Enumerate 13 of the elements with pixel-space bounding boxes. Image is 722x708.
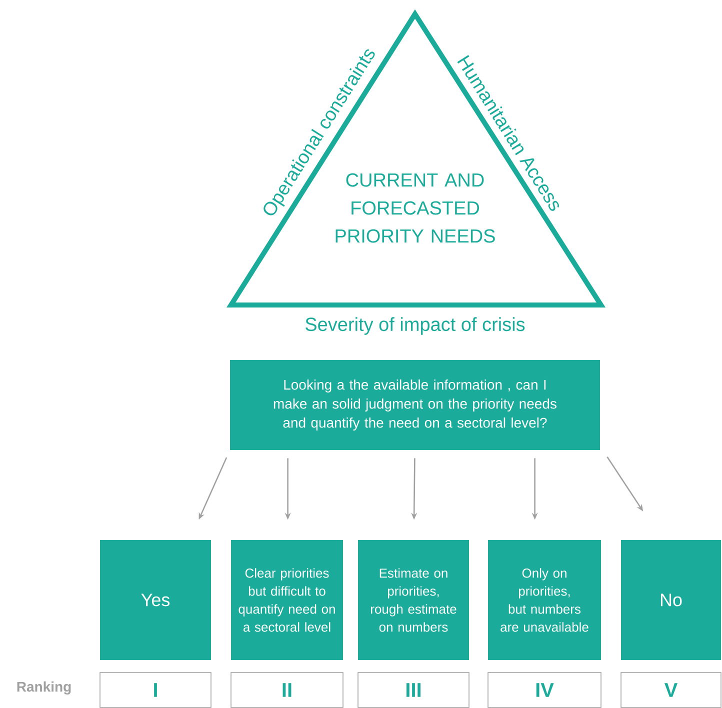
row-label: Ranking (17, 681, 71, 695)
answer-box: Clear priorities but difficult to quantify need on a sectoral level (231, 540, 343, 660)
side-label: Severity of impact of crisis (306, 317, 525, 335)
question-box: Looking a the available information , can I make an solid judgment on the priority needs and quantify the need on a sectoral level? (230, 360, 600, 450)
answer-box: Only on priorities, but numbers are unavailable (488, 540, 601, 660)
ranking-box: II (230, 672, 344, 708)
ranking-box: IV (488, 672, 602, 708)
ranking-box: V (620, 672, 722, 708)
ranking-box: III (358, 672, 470, 708)
ranking-box: I (100, 672, 212, 708)
answer-box: Estimate on priorities, rough estimate on numbers (358, 540, 469, 660)
answer-box: Yes (100, 540, 211, 660)
answer-box: No (621, 540, 721, 660)
